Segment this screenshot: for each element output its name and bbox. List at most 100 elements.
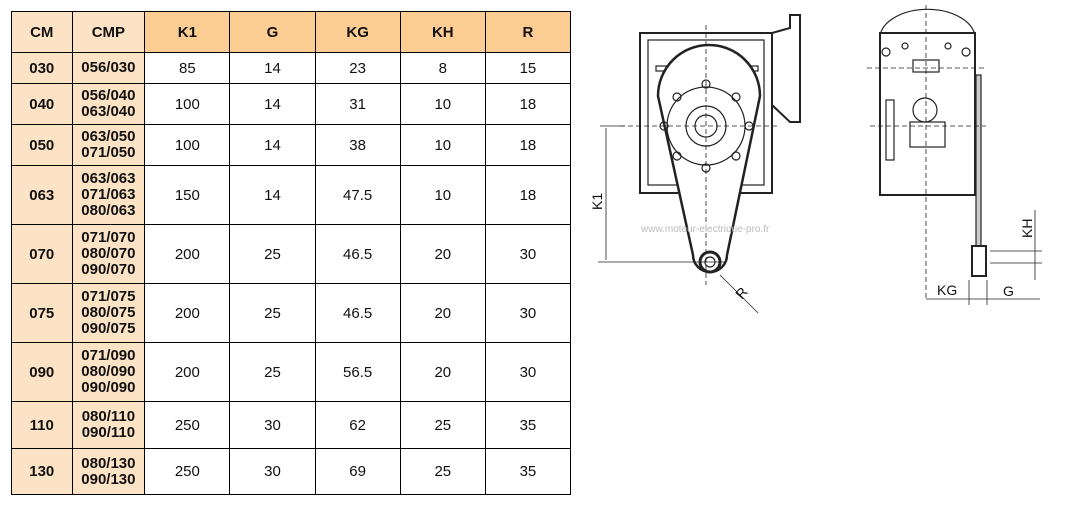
side-view	[867, 5, 1042, 305]
cell-g: 25	[229, 342, 316, 402]
cell-cm: 050	[11, 124, 73, 166]
cmp-value: 071/063	[81, 186, 136, 203]
cell-k1: 200	[144, 283, 231, 343]
cmp-value: 056/040	[81, 87, 136, 104]
cell-kh: 20	[399, 342, 486, 402]
cell-k1: 150	[144, 165, 231, 225]
cell-kg: 38	[314, 124, 401, 166]
cell-g: 14	[229, 165, 316, 225]
cmp-value: 080/090	[81, 363, 136, 380]
cell-kh: 8	[399, 52, 486, 84]
cell-r: 18	[484, 165, 572, 225]
cell-kg: 56.5	[314, 342, 401, 402]
front-view	[598, 14, 801, 314]
cmp-value: 090/090	[81, 379, 136, 396]
column-header: KH	[399, 11, 486, 53]
cell-kh: 10	[399, 124, 486, 166]
cell-r: 35	[484, 448, 572, 495]
cmp-value: 063/050	[81, 128, 136, 145]
cmp-value: 071/070	[81, 229, 136, 246]
cell-kh: 20	[399, 283, 486, 343]
cell-kg: 69	[314, 448, 401, 495]
cell-r: 30	[484, 224, 572, 284]
cell-kg: 46.5	[314, 283, 401, 343]
cell-kh: 25	[399, 401, 486, 449]
cell-k1: 100	[144, 83, 231, 125]
watermark: www.moteur-electrique-pro.fr	[640, 224, 770, 235]
cmp-value: 071/050	[81, 144, 136, 161]
cell-g: 25	[229, 224, 316, 284]
cell-r: 30	[484, 342, 572, 402]
cmp-value: 063/063	[81, 170, 136, 187]
cell-r: 30	[484, 283, 572, 343]
cell-cm: 040	[11, 83, 73, 125]
cell-kh: 20	[399, 224, 486, 284]
cell-k1: 85	[144, 52, 231, 84]
cell-r: 35	[484, 401, 572, 449]
cmp-value: 090/110	[81, 424, 136, 441]
cell-r: 15	[484, 52, 572, 84]
r-label: R	[732, 284, 751, 302]
cell-kg: 23	[314, 52, 401, 84]
cmp-value: 080/110	[81, 408, 136, 425]
column-header: KG	[314, 11, 401, 53]
cmp-value: 056/030	[81, 59, 136, 76]
cmp-value: 063/040	[81, 103, 136, 120]
cell-k1: 250	[144, 401, 231, 449]
cell-cm: 030	[11, 52, 73, 84]
cell-cmp: 056/030	[71, 52, 146, 84]
cell-g: 30	[229, 401, 316, 449]
cell-kh: 10	[399, 83, 486, 125]
cell-k1: 100	[144, 124, 231, 166]
torque-arm-drawing: K1 R KG G KH www.moteur-electrique-pro.f…	[589, 5, 1042, 314]
column-header: CM	[11, 11, 73, 53]
cell-r: 18	[484, 124, 572, 166]
cell-cm: 070	[11, 224, 73, 284]
cell-r: 18	[484, 83, 572, 125]
cell-kh: 10	[399, 165, 486, 225]
cell-g: 25	[229, 283, 316, 343]
cmp-value: 080/070	[81, 245, 136, 262]
kg-label: KG	[937, 282, 957, 298]
cell-cm: 063	[11, 165, 73, 225]
cell-cm: 090	[11, 342, 73, 402]
cmp-value: 080/063	[81, 202, 136, 219]
cell-kh: 25	[399, 448, 486, 495]
column-header: R	[484, 11, 572, 53]
cell-cm: 075	[11, 283, 73, 343]
kh-label: KH	[1019, 219, 1035, 238]
cell-g: 30	[229, 448, 316, 495]
cmp-value: 080/075	[81, 304, 136, 321]
cell-cm: 110	[11, 401, 73, 449]
cmp-value: 071/075	[81, 288, 136, 305]
g-label: G	[1003, 283, 1014, 299]
cell-kg: 62	[314, 401, 401, 449]
cmp-value: 090/130	[81, 470, 136, 488]
cell-g: 14	[229, 83, 316, 125]
cell-k1: 250	[144, 448, 231, 495]
cmp-value: 071/090	[81, 347, 136, 364]
cmp-value: 090/070	[81, 261, 136, 278]
cell-kg: 46.5	[314, 224, 401, 284]
column-header: K1	[144, 11, 231, 53]
cell-g: 14	[229, 124, 316, 166]
